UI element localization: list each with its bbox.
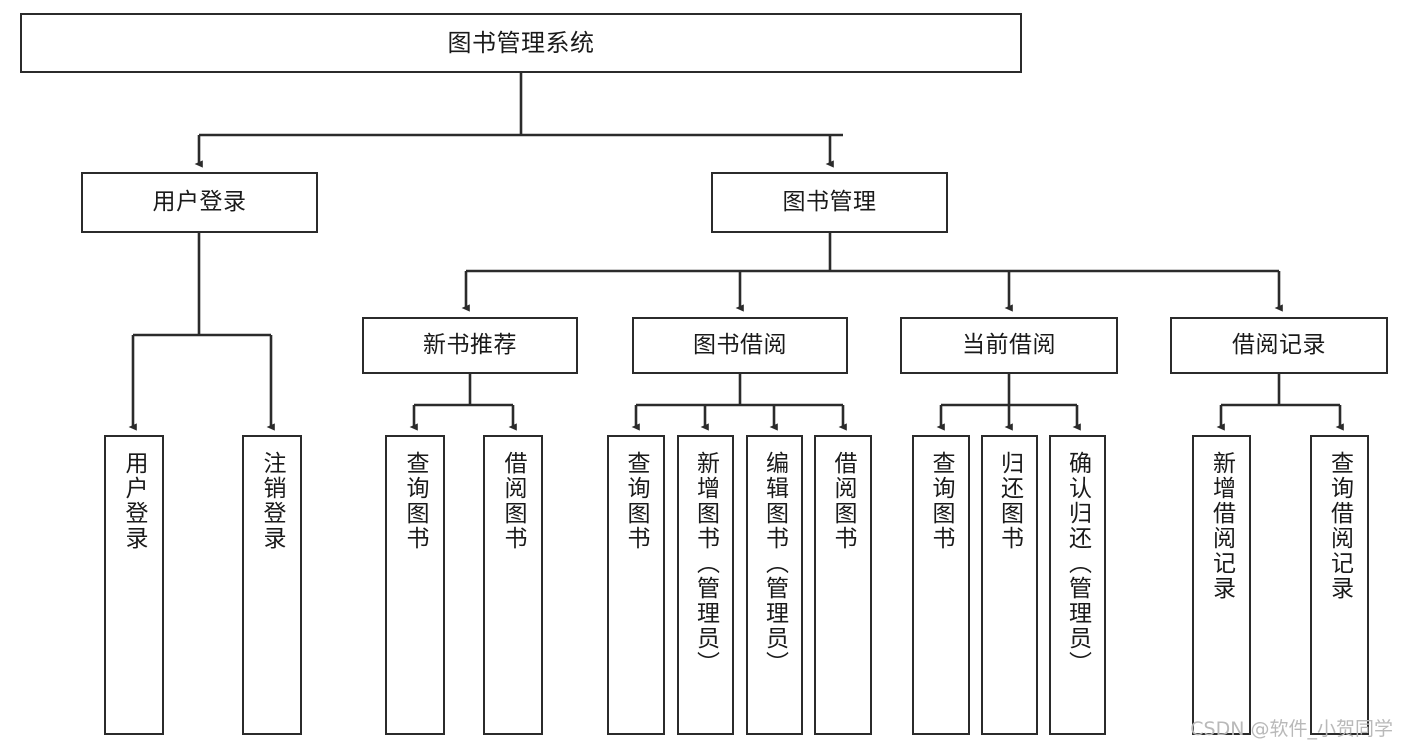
node-label: 图书管理系统 <box>447 28 595 57</box>
leaf-return-book[interactable]: 归还图书 <box>981 435 1038 735</box>
node-label: 用户登录 <box>121 451 148 551</box>
leaf-borrow-book-borrow[interactable]: 借阅图书 <box>814 435 872 735</box>
leaf-query-book-current[interactable]: 查询图书 <box>912 435 970 735</box>
node-book-management[interactable]: 图书管理 <box>711 172 948 233</box>
leaf-logout[interactable]: 注销登录 <box>242 435 302 735</box>
leaf-add-book-admin[interactable]: 新增图书（管理员） <box>677 435 734 735</box>
node-label: 查询借阅记录 <box>1326 451 1353 601</box>
leaf-borrow-book-newbook[interactable]: 借阅图书 <box>483 435 543 735</box>
node-book-borrow[interactable]: 图书借阅 <box>632 317 848 374</box>
node-label: 查询图书 <box>402 451 429 551</box>
node-label: 图书管理 <box>782 188 877 215</box>
node-label: 图书借阅 <box>693 331 787 358</box>
node-label: 注销登录 <box>259 451 286 551</box>
node-user-login[interactable]: 用户登录 <box>81 172 318 233</box>
node-borrow-record[interactable]: 借阅记录 <box>1170 317 1388 374</box>
node-current-borrow[interactable]: 当前借阅 <box>900 317 1118 374</box>
node-label: 归还图书 <box>996 451 1023 551</box>
leaf-query-book-newbook[interactable]: 查询图书 <box>385 435 445 735</box>
leaf-edit-book-admin[interactable]: 编辑图书（管理员） <box>746 435 803 735</box>
node-label: 新书推荐 <box>423 331 517 358</box>
node-label: 新增借阅记录 <box>1208 451 1235 601</box>
node-label: 编辑图书（管理员） <box>761 451 788 676</box>
node-label: 确认归还（管理员） <box>1064 451 1091 676</box>
node-root-system[interactable]: 图书管理系统 <box>20 13 1022 73</box>
leaf-query-borrow-record[interactable]: 查询借阅记录 <box>1310 435 1369 735</box>
leaf-query-book-borrow[interactable]: 查询图书 <box>607 435 665 735</box>
leaf-user-login[interactable]: 用户登录 <box>104 435 164 735</box>
node-label: 查询图书 <box>928 451 955 551</box>
node-new-book-recommend[interactable]: 新书推荐 <box>362 317 578 374</box>
node-label: 当前借阅 <box>962 331 1056 358</box>
node-label: 新增图书（管理员） <box>692 451 719 676</box>
node-label: 借阅记录 <box>1232 331 1326 358</box>
leaf-add-borrow-record[interactable]: 新增借阅记录 <box>1192 435 1251 735</box>
node-label: 查询图书 <box>623 451 650 551</box>
node-label: 借阅图书 <box>830 451 857 551</box>
leaf-confirm-return-admin[interactable]: 确认归还（管理员） <box>1049 435 1106 735</box>
node-label: 用户登录 <box>152 188 247 215</box>
node-label: 借阅图书 <box>500 451 527 551</box>
